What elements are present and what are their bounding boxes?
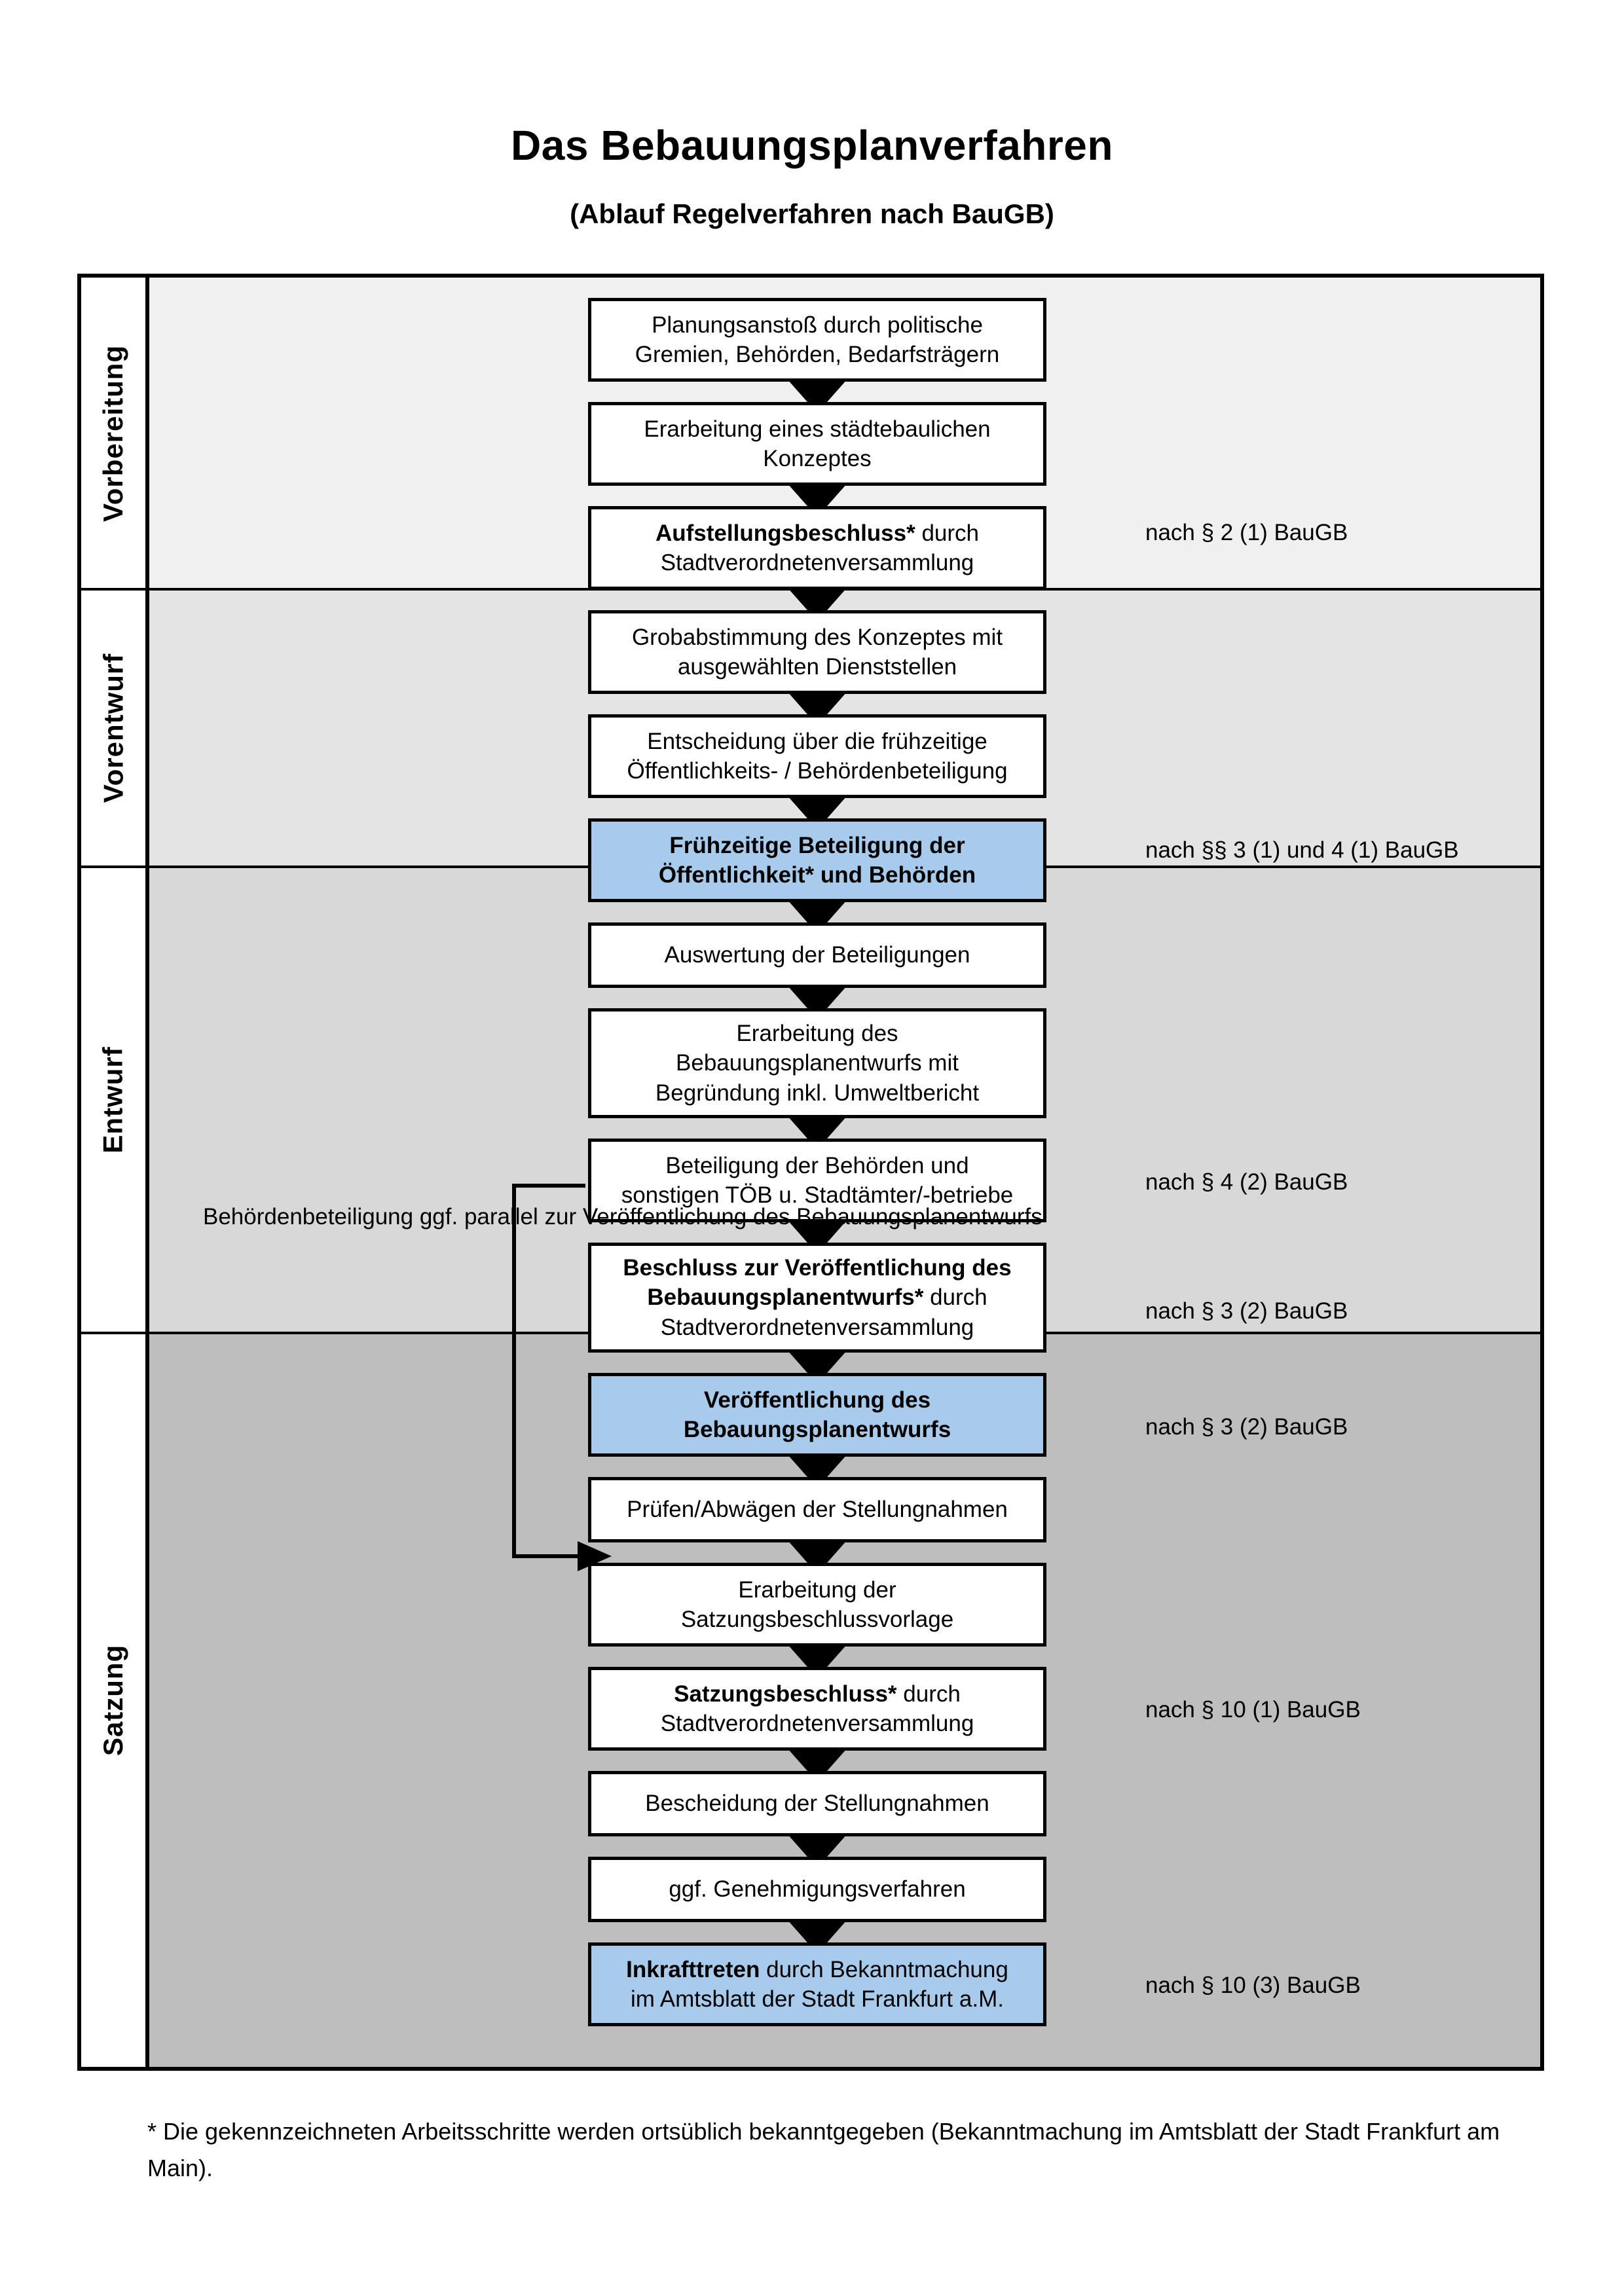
node-line-bold: Satzungsbeschluss*	[674, 1681, 897, 1707]
side-note-line: ggf. parallel zur	[419, 1204, 577, 1230]
flow-node-inkrafttreten[interactable]: Inkrafttreten durch Bekanntmachung im Am…	[588, 1942, 1046, 2026]
flow-node-erarbeitung-bebauungsplanentwurf[interactable]: Erarbeitung des Bebauungsplanentwurfs mi…	[588, 1008, 1046, 1118]
flow-node-fruehzeitige-beteiligung[interactable]: Frühzeitige Beteiligung der Öffentlichke…	[588, 818, 1046, 902]
phase-label-text: Vorbereitung	[98, 344, 129, 522]
node-line: Grobabstimmung des Konzeptes mit	[631, 624, 1003, 650]
side-note-line: Veröffentlichung des	[582, 1204, 790, 1230]
flow-node-genehmigungsverfahren[interactable]: ggf. Genehmigungsverfahren	[588, 1857, 1046, 1922]
node-line: Bescheidung der Stellungnahmen	[645, 1791, 989, 1817]
flow-node-aufstellungsbeschluss[interactable]: Aufstellungsbeschluss* durch Stadtverord…	[588, 506, 1046, 590]
side-annotation-behoerdenbeteiligung: Behördenbeteiligung ggf. parallel zur Ve…	[203, 1202, 1043, 1233]
node-line: Bebauungsplanentwurfs mit	[676, 1050, 959, 1076]
node-line: Gremien, Behörden, Bedarfsträgern	[635, 342, 1000, 367]
page-title: Das Bebauungsplanverfahren	[511, 122, 1113, 169]
flow-node-pruefen-abwaegen[interactable]: Prüfen/Abwägen der Stellungnahmen	[588, 1477, 1046, 1542]
legal-note-baugb-3-2-a: nach § 3 (2) BauGB	[1145, 1298, 1348, 1324]
node-line: Stadtverordnetenversammlung	[660, 1711, 974, 1736]
node-line: Öffentlichkeits- / Behördenbeteiligung	[627, 758, 1008, 784]
phase-label-text: Satzung	[98, 1644, 129, 1756]
node-line-tail: durch Bekanntmachung	[760, 1956, 1008, 1982]
node-line: Beschluss zur Veröffentlichung des	[623, 1254, 1012, 1281]
node-line-tail: durch	[923, 1285, 987, 1311]
legal-note-baugb-2-1: nach § 2 (1) BauGB	[1145, 520, 1348, 545]
flow-node-planungsanstoss[interactable]: Planungsanstoß durch politische Gremien,…	[588, 298, 1046, 382]
legal-note-baugb-10-3: nach § 10 (3) BauGB	[1145, 1973, 1361, 1998]
flow-node-satzungsbeschluss[interactable]: Satzungsbeschluss* durch Stadtverordnete…	[588, 1667, 1046, 1751]
footnote: * Die gekennzeichneten Arbeitsschritte w…	[147, 2118, 1500, 2181]
node-line: ausgewählten Dienststellen	[677, 654, 957, 680]
side-note-line: Behördenbeteiligung	[203, 1204, 414, 1230]
flow-node-grobabstimmung[interactable]: Grobabstimmung des Konzeptes mit ausgewä…	[588, 610, 1046, 694]
legal-note-baugb-3-1-4-1: nach §§ 3 (1) und 4 (1) BauGB	[1145, 837, 1459, 863]
node-line: ggf. Genehmigungsverfahren	[669, 1876, 966, 1903]
node-line: Prüfen/Abwägen der Stellungnahmen	[627, 1497, 1008, 1523]
flow-node-veroeffentlichung-entwurf[interactable]: Veröffentlichung des Bebauungsplanentwur…	[588, 1373, 1046, 1457]
node-line-bold: Bebauungsplanentwurfs*	[647, 1285, 924, 1311]
node-line: Planungsanstoß durch politische	[652, 312, 983, 338]
flowchart-frame: Vorbereitung Vorentwurf Entwurf Satzung	[77, 274, 1544, 2071]
node-line-tail: durch	[915, 520, 980, 546]
node-line: Frühzeitige Beteiligung der	[669, 832, 965, 858]
node-line: Stadtverordnetenversammlung	[660, 1314, 974, 1340]
legal-note-baugb-10-1: nach § 10 (1) BauGB	[1145, 1697, 1361, 1722]
node-line: Erarbeitung eines städtebaulichen	[644, 416, 991, 442]
flow-node-staedtebauliches-konzept[interactable]: Erarbeitung eines städtebaulichen Konzep…	[588, 402, 1046, 486]
node-line: Begründung inkl. Umweltbericht	[655, 1080, 980, 1106]
node-line: Auswertung der Beteiligungen	[664, 942, 970, 968]
flow-node-auswertung-beteiligungen[interactable]: Auswertung der Beteiligungen	[588, 922, 1046, 988]
node-line-tail: durch	[896, 1681, 961, 1707]
phase-label-text: Vorentwurf	[98, 653, 128, 803]
node-line: Beteiligung der Behörden und	[665, 1152, 969, 1178]
node-line: im Amtsblatt der Stadt Frankfurt a.M.	[631, 1986, 1004, 2012]
node-line: Konzeptes	[763, 446, 872, 471]
node-line: Öffentlichkeit* und Behörden	[658, 862, 976, 888]
legal-note-baugb-4-2: nach § 4 (2) BauGB	[1145, 1169, 1348, 1195]
node-line: Veröffentlichung des	[703, 1387, 931, 1413]
node-line: sonstigen TÖB u. Stadtämter/-betriebe	[621, 1182, 1014, 1208]
flow-node-beschluss-veroeffentlichung[interactable]: Beschluss zur Veröffentlichung des Bebau…	[588, 1243, 1046, 1353]
node-line-bold: Aufstellungsbeschluss*	[655, 520, 915, 546]
node-line: Satzungsbeschlussvorlage	[680, 1607, 954, 1632]
phase-label-vorbereitung: Vorbereitung	[81, 278, 149, 589]
phase-label-text: Entwurf	[98, 1046, 128, 1154]
phase-label-satzung: Satzung	[81, 1333, 149, 2067]
title-block: Das Bebauungsplanverfahren (Ablauf Regel…	[0, 0, 1624, 230]
node-line: Bebauungsplanentwurfs	[683, 1417, 951, 1442]
flow-node-entscheidung-fruehzeitige-beteiligung[interactable]: Entscheidung über die frühzeitige Öffent…	[588, 714, 1046, 798]
node-line-bold: Inkrafttreten	[626, 1956, 760, 1982]
phase-label-vorentwurf: Vorentwurf	[81, 589, 149, 867]
node-line: Stadtverordnetenversammlung	[660, 550, 974, 575]
page-subtitle: (Ablauf Regelverfahren nach BauGB)	[570, 198, 1054, 229]
legal-note-baugb-3-2-b: nach § 3 (2) BauGB	[1145, 1414, 1348, 1440]
node-line: Entscheidung über die frühzeitige	[647, 728, 987, 754]
side-note-line: Bebauungsplanentwurfs	[796, 1204, 1043, 1230]
phase-label-entwurf: Entwurf	[81, 867, 149, 1333]
flow-node-erarbeitung-satzungsvorlage[interactable]: Erarbeitung der Satzungsbeschlussvorlage	[588, 1563, 1046, 1647]
node-line: Erarbeitung des	[736, 1020, 898, 1046]
node-line: Erarbeitung der	[738, 1576, 896, 1603]
flow-node-bescheidung-stellungnahmen[interactable]: Bescheidung der Stellungnahmen	[588, 1771, 1046, 1836]
